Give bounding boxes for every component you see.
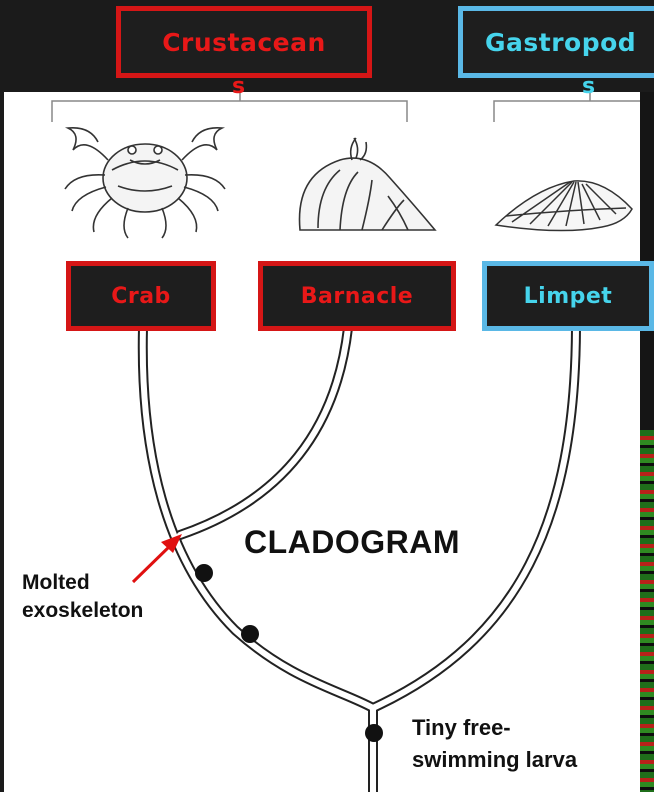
crustacean-bracket	[52, 101, 407, 122]
gastropod-bracket	[494, 101, 640, 122]
crab-label: Crab	[111, 284, 171, 309]
limpet-icon	[496, 181, 632, 231]
diagram-title: CLADOGRAM	[244, 524, 460, 561]
trait-label-molted-line1: Molted	[22, 569, 143, 597]
gastropods-label-overflow: s	[582, 74, 595, 99]
crab-box: Crab	[66, 261, 216, 331]
trait-node-segmented	[241, 625, 259, 643]
trait-node-larva	[365, 724, 383, 742]
gastropods-label: Gastropod	[485, 28, 636, 57]
gastropods-group-box: Gastropod	[458, 6, 654, 78]
trait-label-larva-line1: Tiny free-	[412, 712, 577, 744]
trait-node-molted	[195, 564, 213, 582]
trait-label-larva: Tiny free- swimming larva	[412, 712, 577, 776]
trait-label-molted: Molted exoskeleton	[22, 569, 143, 625]
barnacle-box: Barnacle	[258, 261, 456, 331]
crustaceans-group-box: Crustacean	[116, 6, 372, 78]
limpet-label: Limpet	[524, 284, 613, 309]
limpet-box: Limpet	[482, 261, 654, 331]
barnacle-icon	[300, 138, 436, 230]
barnacle-label: Barnacle	[301, 284, 413, 309]
trait-label-molted-line2: exoskeleton	[22, 597, 143, 625]
crustaceans-label-overflow: s	[232, 74, 245, 99]
crustaceans-label: Crustacean	[162, 28, 326, 57]
crab-icon	[65, 128, 225, 238]
trait-label-larva-line2: swimming larva	[412, 744, 577, 776]
